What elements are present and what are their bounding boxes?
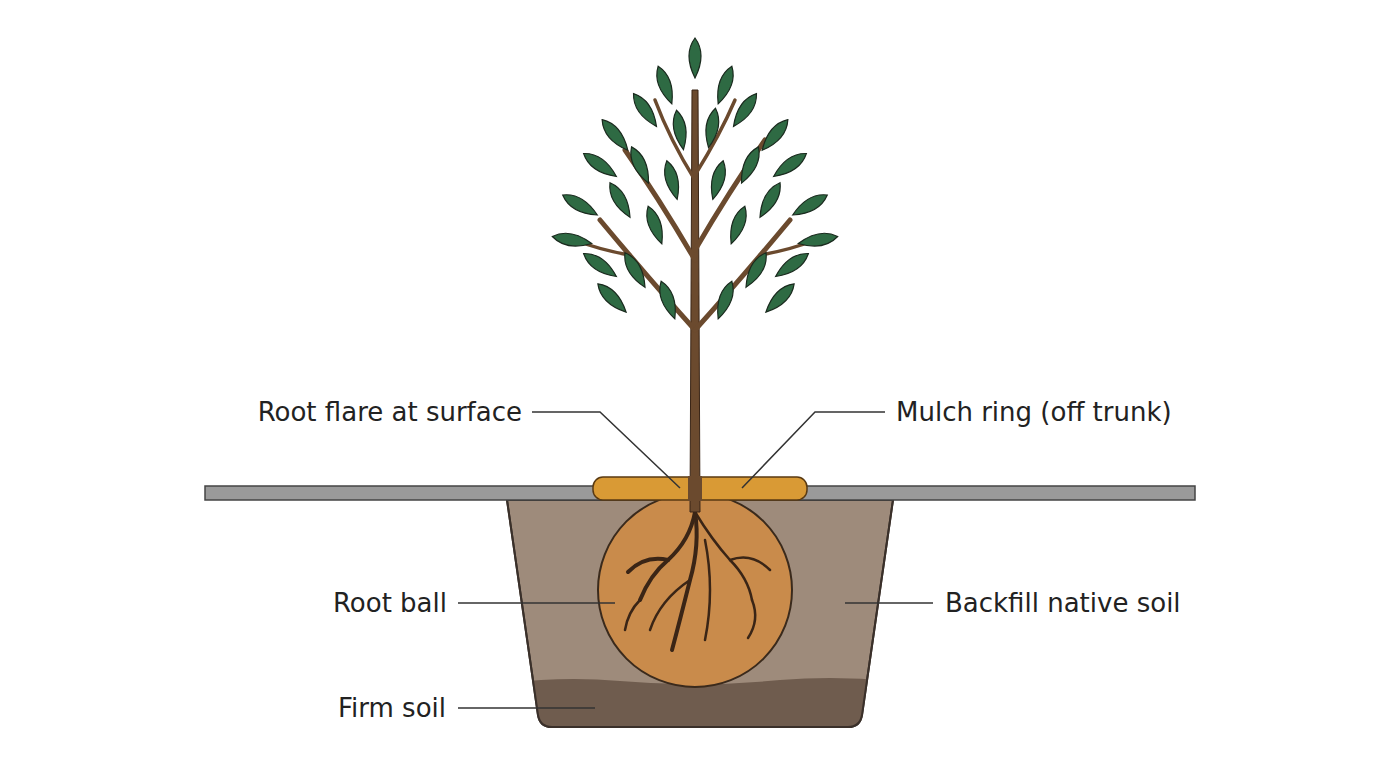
leaf bbox=[551, 231, 592, 250]
leaf bbox=[770, 149, 810, 182]
leader-line bbox=[532, 412, 680, 488]
roots bbox=[625, 512, 770, 650]
leaf bbox=[580, 249, 620, 282]
leaf bbox=[736, 144, 764, 185]
leaf bbox=[580, 149, 620, 182]
leaf bbox=[707, 159, 729, 201]
leaf bbox=[713, 64, 738, 106]
root bbox=[650, 580, 690, 630]
leaf bbox=[626, 144, 654, 185]
leaf bbox=[629, 90, 662, 130]
branch bbox=[695, 100, 735, 175]
leaf bbox=[560, 190, 601, 220]
leaf bbox=[726, 204, 751, 246]
mulch-ring bbox=[593, 477, 807, 500]
root bbox=[705, 540, 710, 640]
leaf bbox=[755, 180, 785, 221]
leaf bbox=[656, 279, 681, 321]
leaf bbox=[703, 107, 722, 148]
leaf bbox=[689, 38, 701, 78]
leaf bbox=[729, 90, 762, 130]
leader-line bbox=[845, 602, 933, 604]
leader-lines bbox=[458, 412, 933, 708]
leaf bbox=[671, 109, 690, 150]
part-label: Root ball bbox=[333, 587, 447, 619]
leaf bbox=[620, 250, 650, 291]
leader-line bbox=[458, 602, 615, 604]
root bbox=[730, 558, 770, 570]
leaf bbox=[762, 280, 799, 317]
leaves bbox=[551, 38, 838, 321]
root bbox=[628, 559, 668, 572]
part-label: Backfill native soil bbox=[945, 587, 1181, 619]
leaf bbox=[797, 231, 838, 250]
root-flare bbox=[688, 476, 702, 501]
leaf bbox=[594, 280, 631, 317]
leaf bbox=[790, 190, 831, 220]
leaf bbox=[598, 116, 633, 154]
leaf bbox=[772, 249, 812, 282]
part-label: Mulch ring (off trunk) bbox=[896, 396, 1172, 428]
branch bbox=[655, 100, 695, 180]
leaf bbox=[605, 180, 635, 221]
part-label: Root flare at surface bbox=[258, 396, 522, 428]
trunk bbox=[690, 90, 700, 512]
leaf bbox=[713, 279, 738, 321]
root bbox=[748, 600, 755, 638]
leaf bbox=[758, 116, 793, 154]
root bbox=[695, 512, 752, 600]
leader-line bbox=[742, 412, 885, 488]
leaf bbox=[643, 204, 668, 246]
root bbox=[625, 600, 640, 630]
leader-line bbox=[458, 707, 595, 709]
branches bbox=[575, 100, 815, 330]
root bbox=[672, 512, 697, 650]
leaf bbox=[653, 64, 678, 106]
leaf bbox=[741, 250, 771, 291]
part-label: Firm soil bbox=[338, 692, 446, 724]
root-ball bbox=[598, 493, 792, 687]
leaf bbox=[661, 159, 683, 201]
